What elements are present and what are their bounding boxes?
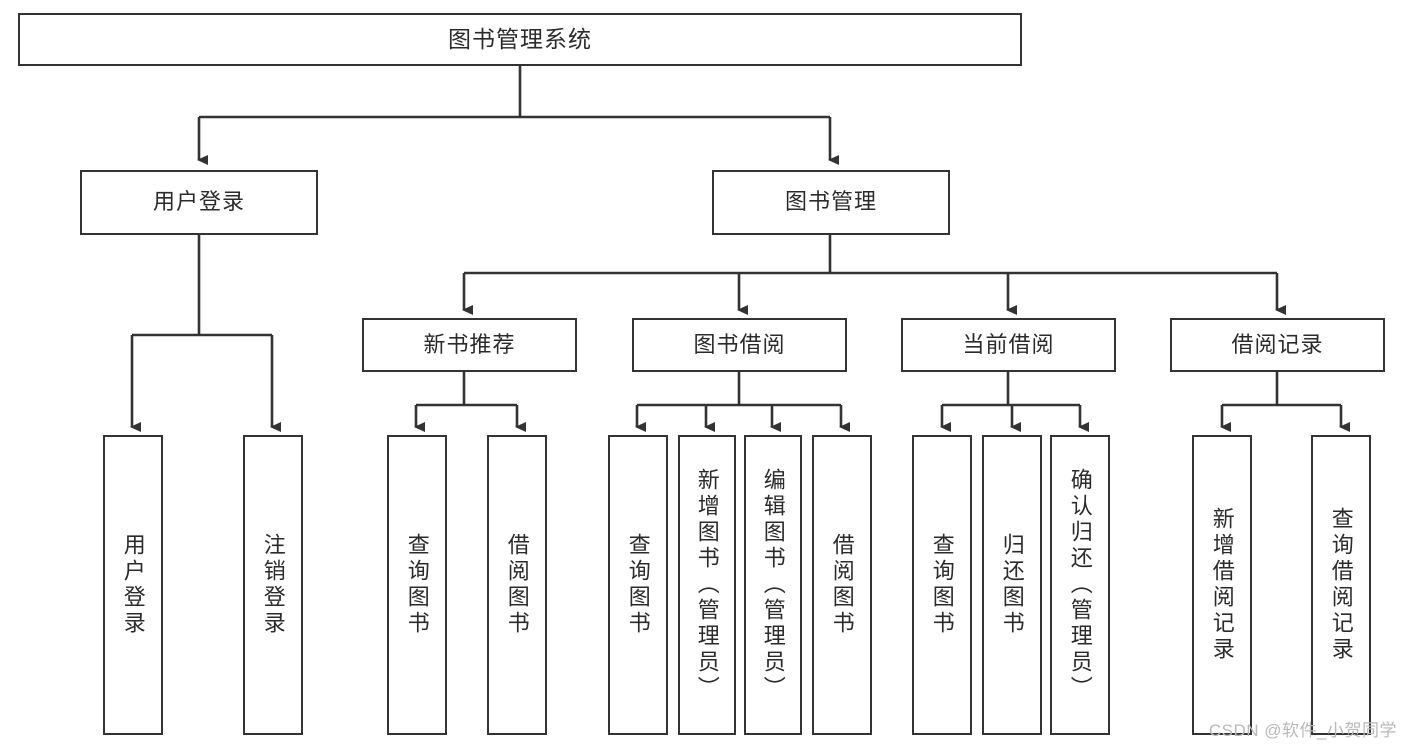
leaf-label: 查询图书 <box>404 533 430 637</box>
node-book-management[interactable]: 图书管理 <box>712 170 950 235</box>
leaf-new-book-query[interactable]: 查询图书 <box>387 435 447 735</box>
node-current-borrow[interactable]: 当前借阅 <box>901 318 1116 372</box>
leaf-label: 归还图书 <box>999 533 1025 637</box>
leaf-label: 编辑图书（管理员） <box>760 468 786 702</box>
leaf-label: 新增借阅记录 <box>1209 507 1235 663</box>
leaf-borrow-query-book[interactable]: 查询图书 <box>608 435 668 735</box>
leaf-label: 借阅图书 <box>504 533 530 637</box>
node-new-book-recommend[interactable]: 新书推荐 <box>362 318 577 372</box>
node-borrow-record[interactable]: 借阅记录 <box>1170 318 1385 372</box>
leaf-label: 注销登录 <box>260 533 286 637</box>
node-book-borrow[interactable]: 图书借阅 <box>632 318 847 372</box>
leaf-label: 借阅图书 <box>829 533 855 637</box>
node-user-login[interactable]: 用户登录 <box>80 170 318 235</box>
leaf-label: 查询借阅记录 <box>1328 507 1354 663</box>
leaf-label: 确认归还（管理员） <box>1067 468 1093 702</box>
leaf-add-book-admin[interactable]: 新增图书（管理员） <box>678 435 736 735</box>
leaf-add-borrow-record[interactable]: 新增借阅记录 <box>1192 435 1252 735</box>
csdn-watermark: CSDN @软件_小贺同学 <box>1208 721 1397 740</box>
leaf-label: 新增图书（管理员） <box>694 468 720 702</box>
leaf-label: 查询图书 <box>625 533 651 637</box>
leaf-label: 用户登录 <box>120 533 146 637</box>
leaf-return-book[interactable]: 归还图书 <box>982 435 1042 735</box>
leaf-query-borrow-record[interactable]: 查询借阅记录 <box>1311 435 1371 735</box>
leaf-edit-book-admin[interactable]: 编辑图书（管理员） <box>744 435 802 735</box>
leaf-current-query-book[interactable]: 查询图书 <box>912 435 972 735</box>
leaf-borrow-book[interactable]: 借阅图书 <box>812 435 872 735</box>
leaf-label: 查询图书 <box>929 533 955 637</box>
leaf-confirm-return-admin[interactable]: 确认归还（管理员） <box>1050 435 1110 735</box>
leaf-new-book-borrow[interactable]: 借阅图书 <box>487 435 547 735</box>
node-root-system[interactable]: 图书管理系统 <box>18 13 1022 66</box>
leaf-logout[interactable]: 注销登录 <box>243 435 303 735</box>
leaf-user-login[interactable]: 用户登录 <box>103 435 163 735</box>
